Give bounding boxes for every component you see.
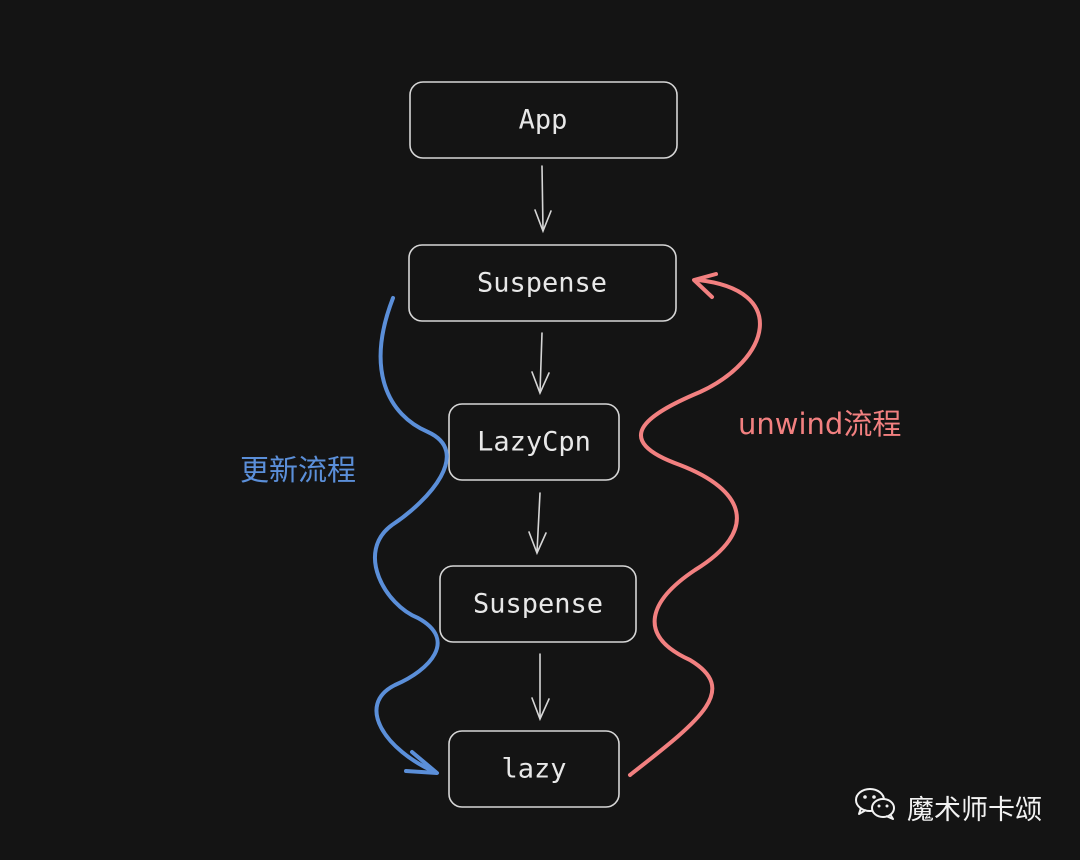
unwind-flow-label: unwind流程 <box>738 407 901 441</box>
arrow-suspense-to-lazycpn <box>539 332 543 393</box>
nodes: App Suspense LazyCpn Suspense lazy <box>408 81 678 808</box>
watermark: 魔术师卡颂 <box>855 787 1042 828</box>
connectors <box>528 165 552 722</box>
node-app-label: App <box>519 105 568 136</box>
update-flow-label: 更新流程 <box>240 453 356 487</box>
update-flow <box>372 296 449 775</box>
unwind-flow <box>628 272 762 777</box>
update-flow-arrowhead <box>404 750 439 775</box>
node-lazy: lazy <box>448 730 620 808</box>
arrow-app-to-suspense <box>541 165 544 231</box>
arrow-suspense-to-lazy-head <box>531 697 550 722</box>
unwind-flow-arrowhead <box>692 272 718 299</box>
node-app: App <box>409 81 678 159</box>
update-flow-path <box>372 296 449 774</box>
node-lazy-label: lazy <box>501 754 566 785</box>
node-suspense-outer: Suspense <box>408 244 677 322</box>
arrow-suspense-to-lazycpn-head <box>531 371 550 396</box>
watermark-text: 魔术师卡颂 <box>907 795 1042 826</box>
arrow-lazycpn-to-suspense-head <box>528 531 547 556</box>
node-lazycpn: LazyCpn <box>448 403 620 481</box>
node-suspense-inner-label: Suspense <box>473 589 603 620</box>
wechat-icon <box>855 787 897 828</box>
unwind-flow-path <box>628 278 762 777</box>
node-suspense-inner: Suspense <box>439 565 637 643</box>
node-lazycpn-label: LazyCpn <box>477 427 591 458</box>
arrow-lazycpn-to-suspense <box>536 492 541 553</box>
node-suspense-outer-label: Suspense <box>477 268 607 299</box>
arrow-app-to-suspense-head <box>534 209 552 234</box>
